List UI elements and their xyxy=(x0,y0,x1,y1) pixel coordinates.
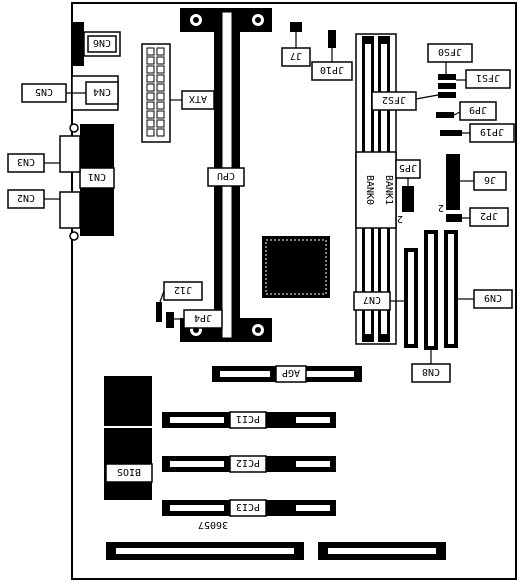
pci3-label: PCI3 xyxy=(236,501,260,512)
jp9-label: JP9 xyxy=(469,104,487,115)
jfs2-label: JFS2 xyxy=(382,94,406,105)
j7-jumper: J7 xyxy=(281,22,311,67)
jp5-pin-label: 2 xyxy=(397,213,403,224)
atx-pin xyxy=(146,47,155,56)
atx-pin xyxy=(156,128,165,137)
agp-label: AGP xyxy=(282,367,300,378)
atx-pin xyxy=(156,119,165,128)
pci1-slot: PCI1 xyxy=(162,411,336,429)
atx-power-connector: ATX xyxy=(141,43,215,143)
atx-pin xyxy=(156,47,165,56)
j7-label: J7 xyxy=(290,50,302,61)
bank1-label: BANK1 xyxy=(383,175,394,205)
pci3-slot: PCI3 xyxy=(162,499,336,517)
cn3-label: CN3 xyxy=(17,156,35,167)
atx-pin xyxy=(156,56,165,65)
jp19-jumper: JP19 xyxy=(440,123,515,143)
jp4-label: JP4 xyxy=(194,312,212,323)
diagram-id-text: 36057 xyxy=(198,519,228,530)
atx-pin xyxy=(156,110,165,119)
cpu-label: CPU xyxy=(217,170,235,181)
pci1-label: PCI1 xyxy=(236,413,260,424)
isa-slots xyxy=(106,542,446,560)
atx-pin xyxy=(146,92,155,101)
atx-pin xyxy=(156,92,165,101)
cn5-label: CN5 xyxy=(35,86,53,97)
atx-pin xyxy=(146,83,155,92)
cn6-label: CN6 xyxy=(93,37,111,48)
atx-pin xyxy=(156,101,165,110)
agp-slot: AGP xyxy=(212,365,362,383)
atx-pin xyxy=(146,101,155,110)
bios-chip: BIOS xyxy=(104,376,153,500)
atx-pin xyxy=(156,74,165,83)
jfs-jumpers: JFS0 JFS1 JFS2 xyxy=(371,43,511,111)
j12-jumper: J12 xyxy=(156,281,203,322)
jp2-label: JP2 xyxy=(480,210,498,221)
cn5-callout: CN5 xyxy=(21,83,86,103)
j6-connector: J6 2 xyxy=(438,154,507,213)
cn2-serial-port: CN2 xyxy=(7,189,81,229)
atx-label: ATX xyxy=(189,93,207,104)
jfs1-label: JFS1 xyxy=(476,72,500,83)
cn1-label: CN1 xyxy=(88,171,106,182)
atx-pin xyxy=(146,56,155,65)
cn7-label: CN7 xyxy=(363,294,381,305)
cn4-connector: CN4 xyxy=(71,75,119,111)
jp5-label: JP5 xyxy=(399,162,417,173)
jp9-jumper: JP9 xyxy=(436,101,497,121)
bank0-label: BANK0 xyxy=(364,175,375,205)
jp10-jumper: JP10 xyxy=(311,30,353,81)
j6-label: J6 xyxy=(484,174,496,185)
cn9-label: CN9 xyxy=(484,292,502,303)
cn1-parallel-port: CN1 xyxy=(69,123,115,241)
jp5-jumper: JP5 2 xyxy=(395,159,421,224)
cn2-label: CN2 xyxy=(17,192,35,203)
cn4-label: CN4 xyxy=(93,86,111,97)
cn9-floppy-connector: CN9 xyxy=(444,230,513,348)
cn8-ide-connector: CN8 xyxy=(411,230,451,383)
atx-pin xyxy=(146,74,155,83)
j12-label: J12 xyxy=(174,284,192,295)
jp2-jumper: JP2 xyxy=(446,207,509,227)
atx-pin xyxy=(156,83,165,92)
jp4-jumper: JP4 xyxy=(166,309,223,329)
bios-label: BIOS xyxy=(117,466,141,477)
cn6-connector: CN6 xyxy=(72,22,121,66)
chipset-chip xyxy=(262,236,330,298)
j6-pin-label: 2 xyxy=(438,202,444,213)
atx-pin xyxy=(146,110,155,119)
jfs0-label: JFS0 xyxy=(438,46,462,57)
atx-pin xyxy=(146,128,155,137)
atx-pin xyxy=(146,119,155,128)
jp19-label: JP19 xyxy=(480,126,504,137)
cn8-label: CN8 xyxy=(422,366,440,377)
cn7-ide-connector: CN7 xyxy=(353,248,418,348)
pci2-label: PCI2 xyxy=(236,457,260,468)
jp10-label: JP10 xyxy=(320,64,344,75)
atx-pin xyxy=(156,65,165,74)
cpu-slot: CPU xyxy=(180,8,272,342)
cn3-serial-port: CN3 xyxy=(7,135,81,173)
atx-pin xyxy=(146,65,155,74)
pci2-slot: PCI2 xyxy=(162,455,336,473)
